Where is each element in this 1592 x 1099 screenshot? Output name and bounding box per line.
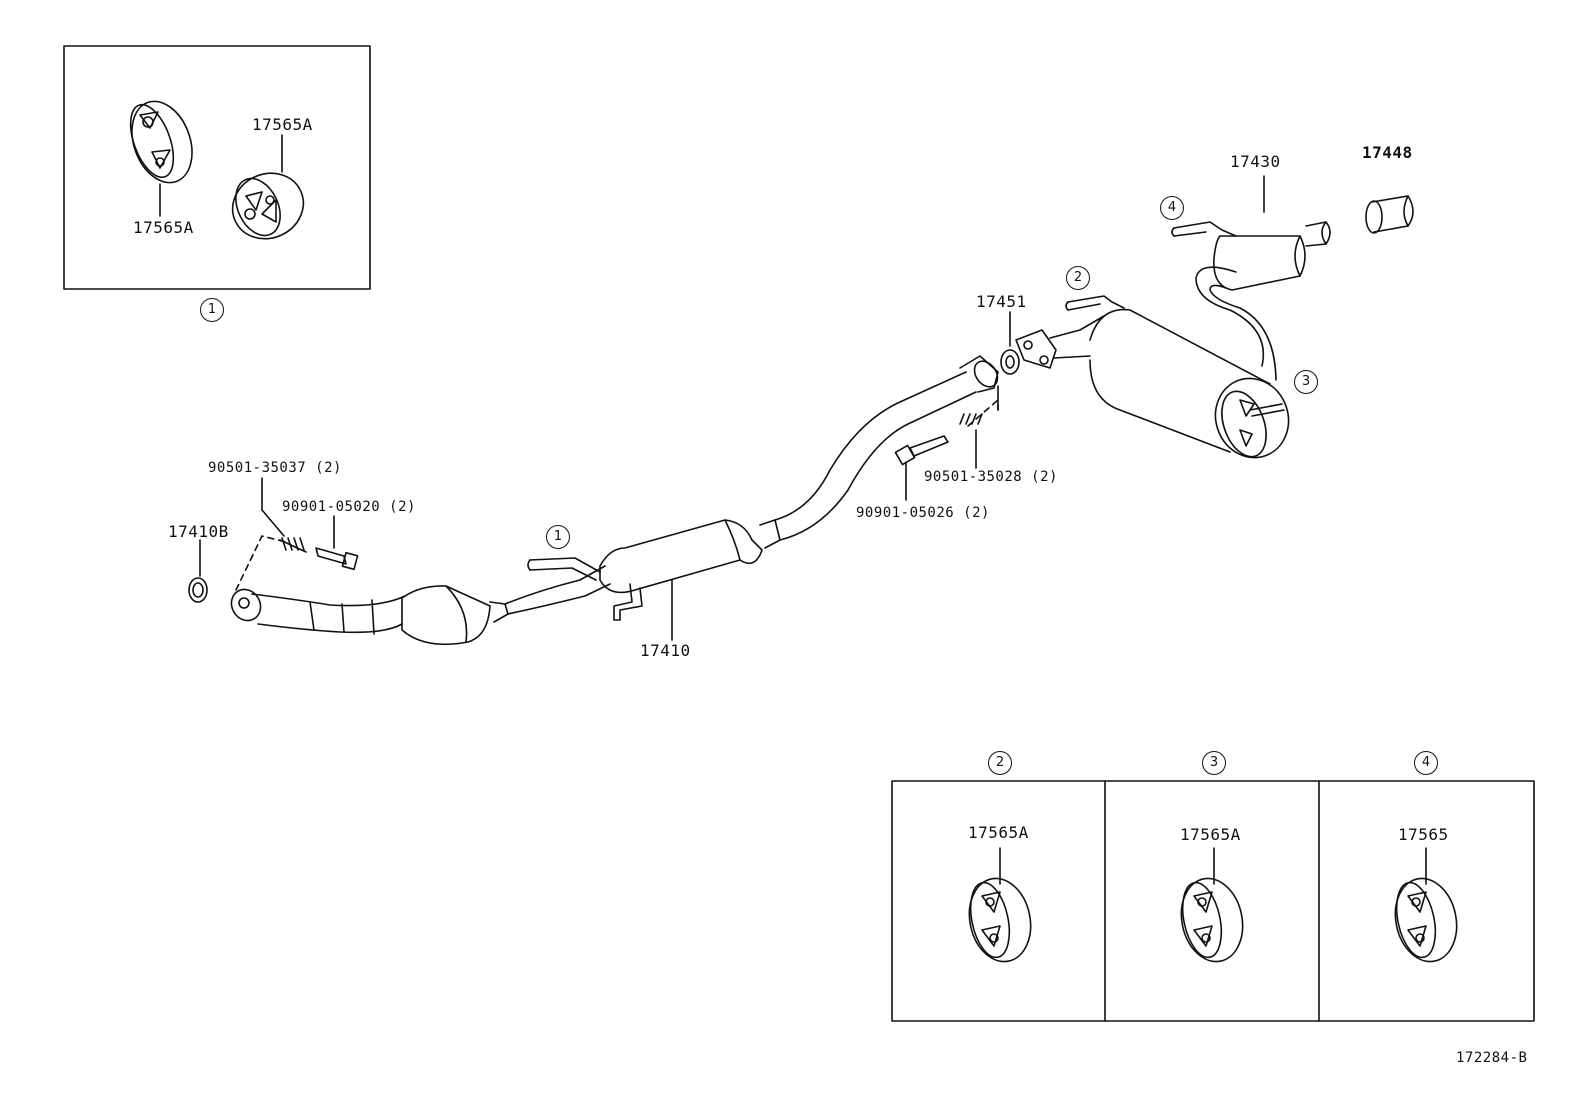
label-17565a-inset-right: 17565A — [252, 115, 313, 134]
label-17565a-panel3: 17565A — [1180, 825, 1241, 844]
bolt-90901-05020 — [316, 548, 358, 569]
spring-90501-35037 — [280, 538, 306, 552]
label-17565a-inset-left: 17565A — [133, 218, 194, 237]
hanger-17565-panel4 — [1388, 873, 1464, 968]
callout-4-pipe: 4 — [1160, 196, 1184, 220]
front-pipe-17410 — [226, 356, 1002, 644]
hanger-17565a-panel3 — [1174, 873, 1250, 968]
label-17410: 17410 — [640, 641, 691, 660]
hanger-17565a-inset1-right — [222, 162, 314, 250]
spring-90501-35028 — [960, 414, 982, 424]
callout-3-pipe: 3 — [1294, 370, 1318, 394]
callout-4-panel: 4 — [1414, 751, 1438, 775]
callout-2-pipe: 2 — [1066, 266, 1090, 290]
label-17430: 17430 — [1230, 152, 1281, 171]
diagram-id: 172284-B — [1456, 1050, 1528, 1066]
bolt-90901-05026 — [895, 436, 948, 465]
label-90901-05026: 90901-05026 (2) — [856, 505, 990, 521]
callout-1-pipe: 1 — [546, 525, 570, 549]
tail-pipe-17430 — [1016, 222, 1330, 468]
callout-1-inset: 1 — [200, 298, 224, 322]
callout-2-panel: 2 — [988, 751, 1012, 775]
label-90501-35037: 90501-35037 (2) — [208, 460, 342, 476]
inset-box-bottom — [892, 781, 1534, 1021]
callout-3-panel: 3 — [1202, 751, 1226, 775]
label-17565-panel4: 17565 — [1398, 825, 1449, 844]
hanger-17565a-inset1-left — [121, 93, 202, 191]
inset-box-1 — [64, 46, 370, 289]
gasket-17410b — [189, 578, 207, 602]
label-90501-35028: 90501-35028 (2) — [924, 469, 1058, 485]
gasket-17451 — [1001, 350, 1019, 374]
label-17410b: 17410B — [168, 522, 229, 541]
label-17448: 17448 — [1362, 143, 1413, 162]
label-17451: 17451 — [976, 292, 1027, 311]
label-90901-05020: 90901-05020 (2) — [282, 499, 416, 515]
label-17565a-panel2: 17565A — [968, 823, 1029, 842]
tail-tip-17448 — [1366, 196, 1413, 233]
hanger-17565a-panel2 — [962, 873, 1038, 968]
